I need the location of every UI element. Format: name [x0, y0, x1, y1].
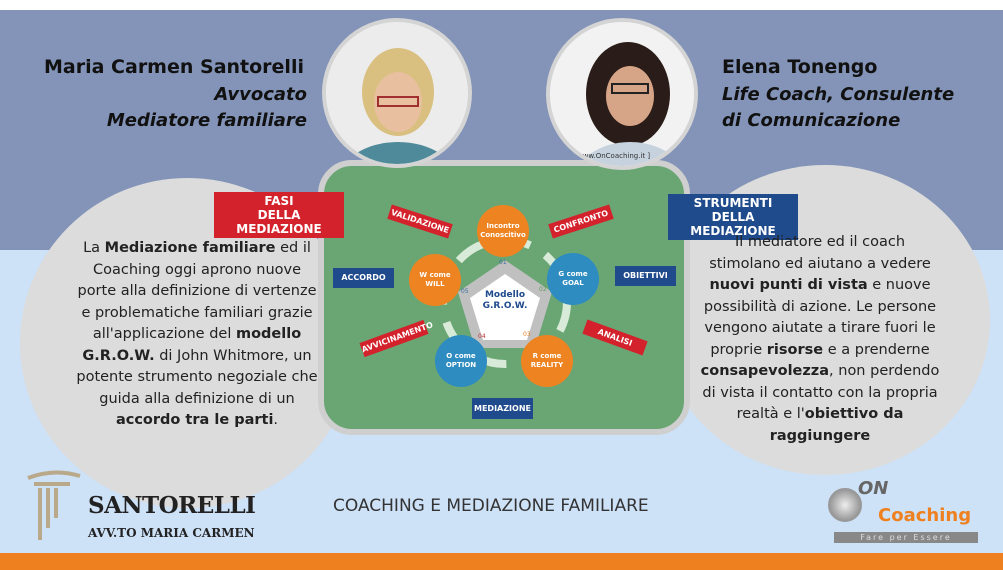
- node-number: 04: [478, 333, 486, 340]
- text-bold: obiettivo da raggiungere: [769, 406, 904, 444]
- header-line: DELLA MEDIAZIONE: [236, 208, 322, 236]
- tag-accordo: ACCORDO: [333, 268, 394, 288]
- left-person-name: Maria Carmen Santorelli: [44, 56, 304, 78]
- text: e nuove possibilità di azione. Le person…: [703, 277, 937, 358]
- text-bold: modello G.R.O.W.: [82, 326, 302, 364]
- node-line: GOAL: [562, 279, 584, 287]
- node-line: Conoscitivo: [480, 231, 526, 239]
- header-line: STRUMENTI: [693, 196, 773, 210]
- tag-obiettivi: OBIETTIVI: [615, 266, 676, 286]
- coaching-tagline: Fare per Essere: [834, 532, 978, 543]
- header-line: FASI: [264, 194, 294, 208]
- node-line: W come: [419, 271, 451, 279]
- role-line: Life Coach, Consulente: [722, 84, 955, 105]
- node-number: 05: [461, 288, 469, 295]
- text: La: [83, 240, 105, 256]
- node-line: Incontro: [486, 222, 520, 230]
- node-line: REALITY: [530, 361, 564, 369]
- role-line: Mediatore familiare: [106, 110, 307, 131]
- power-icon: [828, 488, 862, 522]
- node-number: 03: [523, 331, 531, 338]
- text: e a prenderne: [823, 341, 930, 358]
- right-person-role: Life Coach, Consulente di Comunicazione: [722, 82, 954, 134]
- person-icon: [326, 22, 468, 164]
- node-line: WILL: [425, 280, 445, 288]
- text-bold: risorse: [766, 341, 824, 358]
- text-bold: nuovi punti di vista: [709, 277, 868, 293]
- text-bold: consapevolezza: [700, 363, 830, 379]
- text: di John Whitmore, un potente strumento n…: [76, 347, 318, 407]
- photo-caption: [ www.OnCoaching.it ]: [572, 152, 651, 160]
- santorelli-logo-title: SANTORELLI: [88, 492, 256, 519]
- text-bold: Mediazione familiare: [104, 240, 276, 256]
- node-line: R come: [532, 352, 562, 360]
- text-bold: accordo tra le parti: [115, 412, 274, 428]
- column-logo-icon: [27, 470, 81, 540]
- right-description: Il mediatore ed il coach stimolano ed ai…: [700, 232, 940, 447]
- pentagon-shape: [439, 240, 571, 368]
- coaching-logo-text: Coaching: [878, 505, 972, 526]
- node-line: O come: [446, 352, 476, 360]
- left-description: La Mediazione familiare ed il Coaching o…: [72, 238, 322, 432]
- bottom-orange-bar: [0, 553, 1003, 570]
- tag-mediazione: MEDIAZIONE: [472, 398, 533, 419]
- santorelli-logo-subtitle: AVV.TO MARIA CARMEN: [88, 526, 255, 540]
- elena-photo: [ www.OnCoaching.it ]: [546, 18, 698, 170]
- node-line: OPTION: [445, 361, 477, 369]
- node-number: 02: [539, 286, 547, 293]
- text: ed il Coaching oggi aprono nuove porte a…: [77, 240, 317, 342]
- node-number: 01: [499, 259, 507, 266]
- node-line: G come: [558, 270, 588, 278]
- header-line: DELLA MEDIAZIONE: [690, 210, 776, 238]
- page-title: COACHING E MEDIAZIONE FAMILIARE: [333, 496, 649, 516]
- text: .: [273, 412, 279, 428]
- text: , non perdendo di vista il contatto con …: [702, 363, 940, 422]
- label-line: Modello: [484, 290, 526, 300]
- text: Il mediatore ed il coach stimolano ed ai…: [709, 234, 931, 272]
- maria-carmen-photo: [322, 18, 472, 168]
- on-logo-text: ON: [858, 478, 889, 499]
- person-icon: [550, 22, 694, 166]
- label-line: G.R.O.W.: [482, 301, 528, 311]
- right-person-name: Elena Tonengo: [722, 56, 878, 78]
- role-line: Avvocato: [214, 84, 307, 105]
- role-line: di Comunicazione: [722, 110, 901, 131]
